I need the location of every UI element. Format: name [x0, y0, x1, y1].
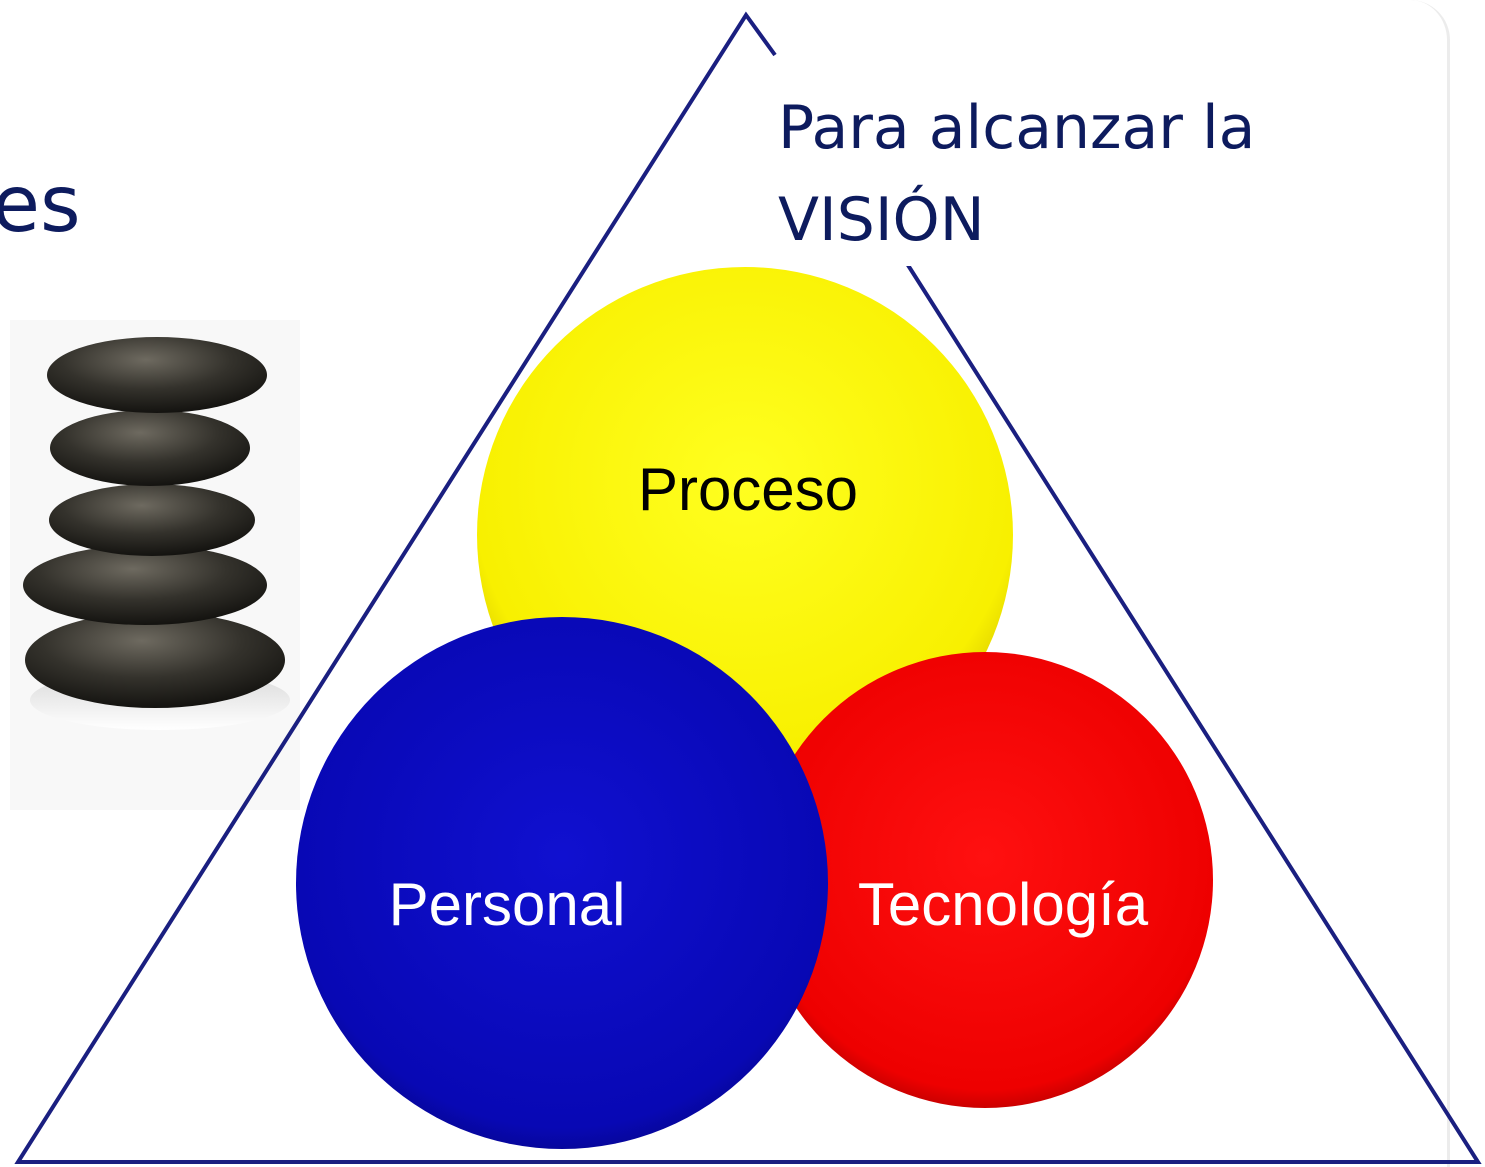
personal-label: Personal: [389, 871, 626, 938]
stacked-stones-icon: [10, 320, 300, 810]
personal-circle: [296, 617, 828, 1149]
proceso-label: Proceso: [638, 456, 858, 523]
tecnologia-circle: [757, 652, 1213, 1108]
tecnologia-label: Tecnología: [858, 871, 1149, 938]
stone: [50, 410, 250, 486]
stone: [23, 545, 267, 625]
stone: [49, 484, 255, 556]
slide-title-fragment: es: [0, 160, 81, 250]
stone: [47, 337, 267, 413]
card-border: [1200, 0, 1450, 1167]
pyramid-outline: [14, 11, 1482, 1164]
stone: [25, 612, 285, 708]
vision-caption: Para alcanzar la VISIÓN: [772, 82, 1262, 266]
